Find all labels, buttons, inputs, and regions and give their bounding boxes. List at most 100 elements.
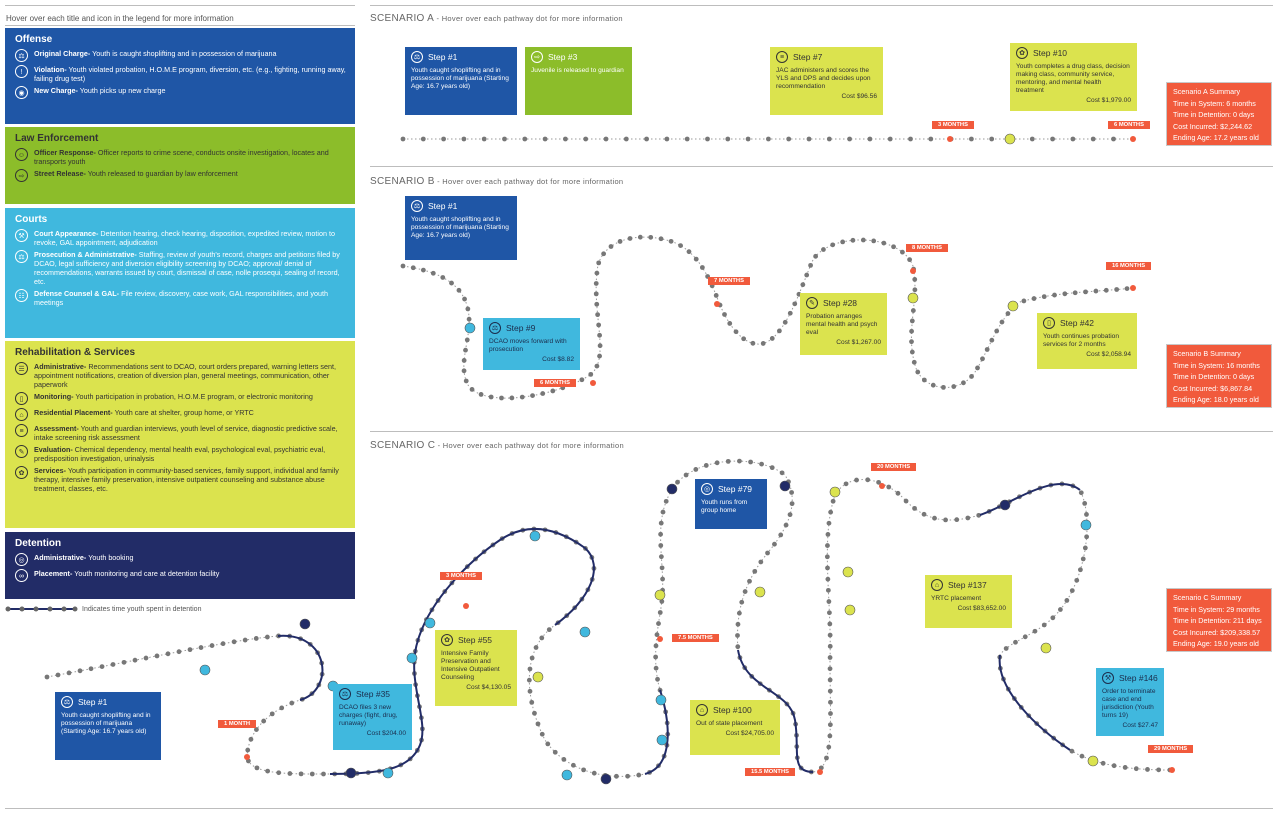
pathway-dot[interactable] <box>908 136 913 142</box>
legend-rehabilitation[interactable]: Rehabilitation & Services ☰Administrativ… <box>5 341 355 528</box>
pathway-dot[interactable] <box>529 699 535 705</box>
pathway-dot[interactable] <box>827 621 833 627</box>
pathway-dot[interactable] <box>540 391 546 396</box>
scenario-c-step-146[interactable]: ⚒Step #146 Order to terminate case and e… <box>1096 668 1164 736</box>
month-marker[interactable] <box>910 268 916 274</box>
pathway-icon-dot[interactable] <box>579 626 591 638</box>
pathway-dot[interactable] <box>742 589 748 594</box>
pathway-dot[interactable] <box>921 511 927 517</box>
pathway-dot[interactable] <box>965 515 971 521</box>
pathway-dot[interactable] <box>88 666 94 672</box>
pathway-icon-dot[interactable] <box>532 671 544 683</box>
legend-title-law-enforcement[interactable]: Law Enforcement <box>15 133 99 144</box>
pathway-dot[interactable] <box>766 136 771 142</box>
pathway-dot[interactable] <box>653 665 659 671</box>
pathway-dot[interactable] <box>941 384 946 390</box>
pathway-dot[interactable] <box>154 653 160 659</box>
pathway-icon-dot[interactable] <box>464 322 476 334</box>
pathway-dot[interactable] <box>1079 753 1085 759</box>
legend-item-officer-response[interactable]: ☺Officer Response- Officer reports to cr… <box>15 148 347 166</box>
pathway-dot[interactable] <box>658 520 664 526</box>
pathway-dot[interactable] <box>502 136 507 142</box>
pathway-dot[interactable] <box>545 741 551 747</box>
pathway-dot[interactable] <box>463 378 469 384</box>
pathway-dot[interactable] <box>593 281 599 286</box>
pathway-dot[interactable] <box>1069 588 1075 594</box>
pathway-dot[interactable] <box>570 762 576 768</box>
pathway-dot[interactable] <box>758 559 764 565</box>
pathway-dot[interactable] <box>999 319 1005 325</box>
pathway-dot[interactable] <box>594 363 600 369</box>
prosecution-icon[interactable]: ⚖ <box>15 250 28 263</box>
pathway-dot[interactable] <box>478 392 484 397</box>
pathway-dot[interactable] <box>783 522 789 528</box>
pathway-dot[interactable] <box>440 275 446 280</box>
pathway-dot[interactable] <box>1084 534 1090 540</box>
pathway-dot[interactable] <box>1050 136 1055 142</box>
pathway-dot[interactable] <box>420 267 426 273</box>
pathway-dot[interactable] <box>787 310 793 316</box>
pathway-dot[interactable] <box>519 394 525 400</box>
assessment-icon[interactable]: ≡ <box>15 424 28 437</box>
pathway-dot[interactable] <box>907 257 913 263</box>
pathway-dot[interactable] <box>143 655 149 661</box>
pathway-dot[interactable] <box>787 512 793 518</box>
pathway-dot[interactable] <box>881 240 887 246</box>
pathway-dot[interactable] <box>909 318 915 324</box>
pathway-dot[interactable] <box>1005 311 1011 316</box>
pathway-dot[interactable] <box>581 767 586 773</box>
pathway-dot[interactable] <box>542 136 548 142</box>
pathway-dot[interactable] <box>1114 287 1120 292</box>
pathway-icon-dot[interactable] <box>907 292 919 304</box>
legend-title-offense[interactable]: Offense <box>15 34 53 45</box>
pathway-dot[interactable] <box>840 239 846 245</box>
pathway-dot[interactable] <box>804 272 810 278</box>
month-marker[interactable] <box>590 380 596 386</box>
gavel-icon[interactable]: ⚒ <box>15 229 28 242</box>
legend-item-services[interactable]: ✿Services- Youth participation in commun… <box>15 466 347 493</box>
pathway-dot[interactable] <box>843 481 849 487</box>
pathway-dot[interactable] <box>909 328 914 334</box>
pathway-dot[interactable] <box>410 265 416 271</box>
pathway-dot[interactable] <box>745 136 751 142</box>
pathway-dot[interactable] <box>850 237 856 243</box>
pathway-icon-dot[interactable] <box>829 486 841 498</box>
pathway-dot[interactable] <box>658 543 664 548</box>
pathway-dot[interactable] <box>539 731 545 737</box>
pathway-icon-dot[interactable] <box>655 694 667 706</box>
evaluation-icon[interactable]: ✎ <box>15 445 28 458</box>
pathway-dot[interactable] <box>826 136 832 142</box>
pathway-dot[interactable] <box>871 238 877 244</box>
pathway-dot[interactable] <box>678 243 683 248</box>
legend-item-violation[interactable]: !Violation- Youth violated probation, H.… <box>15 65 347 83</box>
pathway-dot[interactable] <box>552 749 558 755</box>
pathway-dot[interactable] <box>1156 767 1162 773</box>
pathway-dot[interactable] <box>806 136 812 142</box>
pathway-dot[interactable] <box>693 256 699 262</box>
pathway-icon-dot[interactable] <box>779 480 791 492</box>
pathway-dot[interactable] <box>597 343 603 349</box>
pathway-dot[interactable] <box>1052 292 1057 298</box>
pathway-dot[interactable] <box>529 655 535 661</box>
handcuffs-icon[interactable]: ∞ <box>15 569 28 582</box>
legend-item-court-appearance[interactable]: ⚒Court Appearance- Detention hearing, ch… <box>15 229 347 247</box>
pathway-dot[interactable] <box>660 509 666 515</box>
pathway-dot[interactable] <box>1064 598 1070 603</box>
pathway-dot[interactable] <box>653 654 659 660</box>
pathway-dot[interactable] <box>900 249 905 255</box>
pathway-dot[interactable] <box>827 722 833 728</box>
pathway-dot[interactable] <box>943 517 948 523</box>
pathway-dot[interactable] <box>594 301 600 307</box>
pathway-dot[interactable] <box>1078 490 1084 496</box>
pathway-dot[interactable] <box>932 515 937 521</box>
pathway-dot[interactable] <box>1082 500 1088 506</box>
pathway-dot[interactable] <box>911 359 917 365</box>
legend-item-defense-counsel[interactable]: ☷Defense Counsel & GAL- File review, dis… <box>15 289 347 307</box>
pathway-dot[interactable] <box>1041 294 1047 300</box>
pathway-dot[interactable] <box>683 472 689 478</box>
legend-detention[interactable]: Detention ◎Administrative- Youth booking… <box>5 532 355 599</box>
pathway-icon-dot[interactable] <box>299 618 311 630</box>
pathway-dot[interactable] <box>664 136 670 142</box>
pathway-dot[interactable] <box>636 772 642 778</box>
legend-item-original-charge[interactable]: ⚖Original Charge- Youth is caught shopli… <box>15 49 347 62</box>
